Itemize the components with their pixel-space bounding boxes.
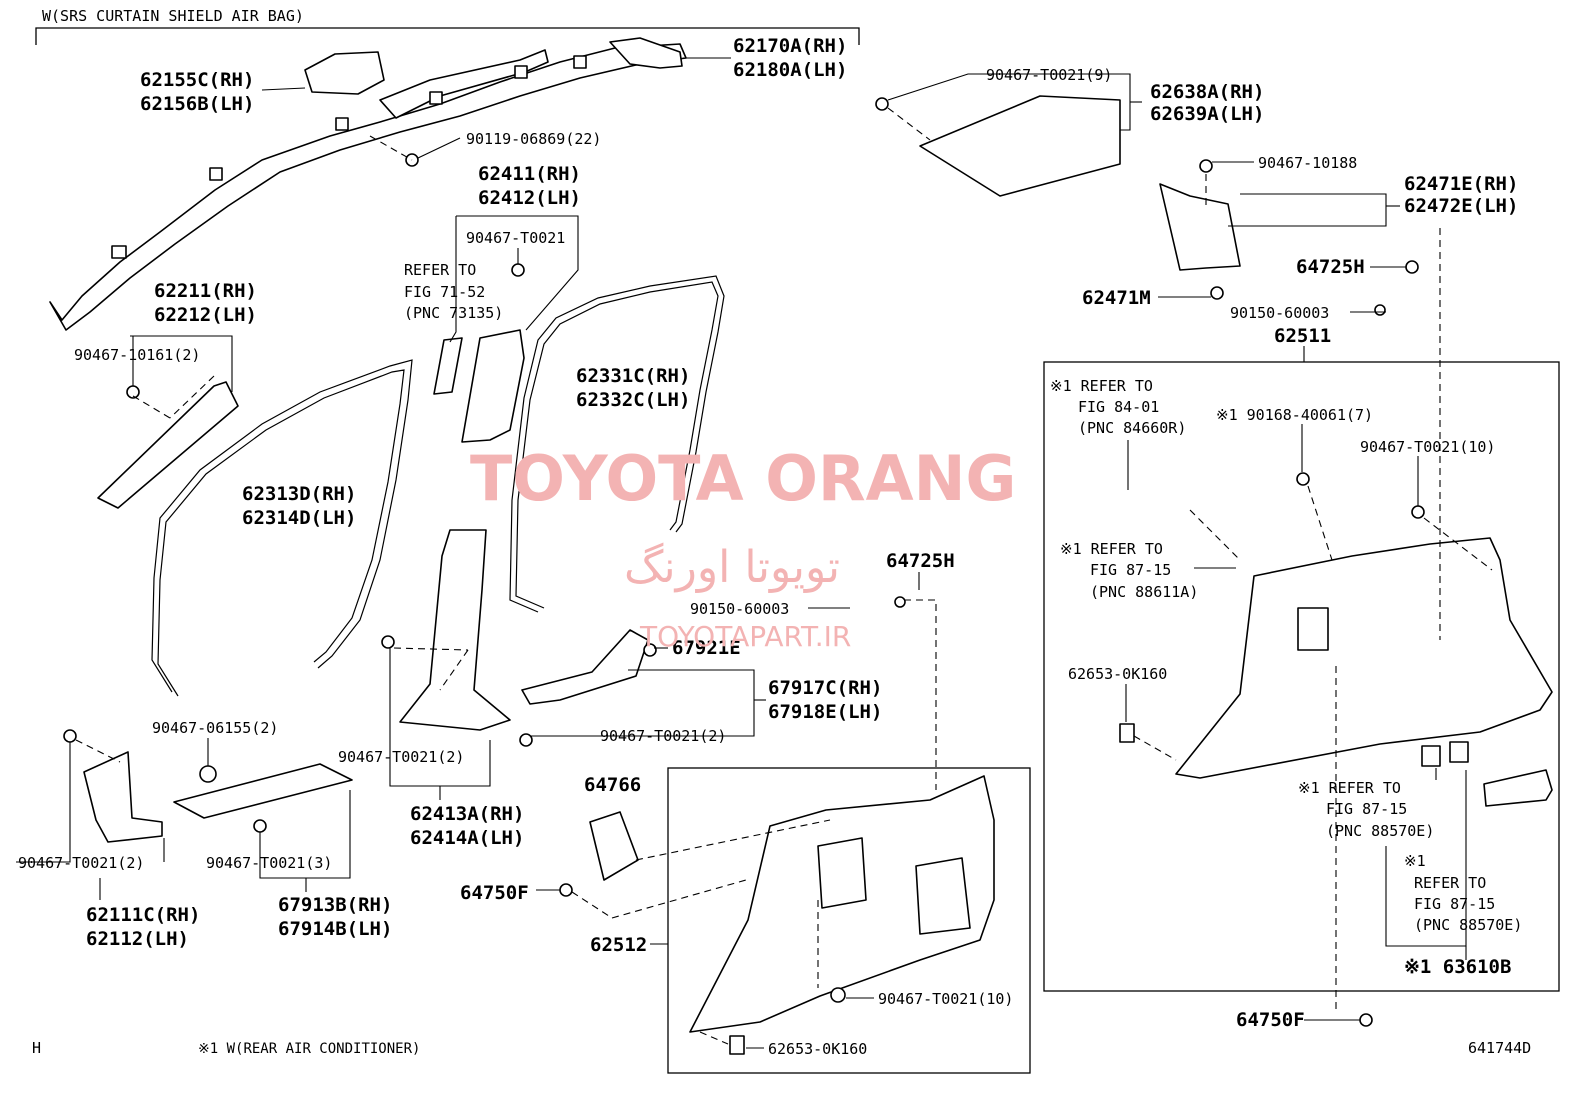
rear-door-scuff-plate (521, 629, 649, 705)
label-64750f-left: 64750F (460, 882, 529, 904)
watermark: TOYOTA ORANG تویوتا اورنگ TOYOTAPART.IR (470, 442, 1016, 653)
refer-71-52-line1: REFER TO (404, 261, 476, 279)
label-67917c: 67917C(RH) (768, 677, 882, 699)
label-90467-10188: 90467-10188 (1258, 154, 1357, 172)
label-62411: 62411(RH) (478, 163, 581, 185)
refer-71-52-line2: FIG 71-52 (404, 283, 485, 301)
watermark-persian: تویوتا اورنگ (624, 542, 840, 593)
label-62112: 62112(LH) (86, 928, 189, 950)
leader-lines (16, 57, 1467, 1049)
label-90467-t0021-10-right: 90467-T0021(10) (1360, 438, 1495, 456)
clip-62653-right (1119, 723, 1135, 743)
label-62180a: 62180A(LH) (733, 59, 847, 81)
refer-84-01-line2: FIG 84-01 (1078, 398, 1159, 416)
label-62156b: 62156B(LH) (140, 93, 254, 115)
label-90467-t0021-2-left: 90467-T0021(2) (18, 854, 144, 872)
label-64725h-top: 64725H (1296, 256, 1365, 278)
refer-87-15e1-line1: ※1 REFER TO (1298, 779, 1401, 797)
label-62155c: 62155C(RH) (140, 69, 254, 91)
fastener-clips (63, 97, 1425, 1027)
label-90119-06869: 90119-06869(22) (466, 130, 601, 148)
label-62211: 62211(RH) (154, 280, 257, 302)
label-62332c: 62332C(LH) (576, 389, 690, 411)
refer-87-15e2-line2: REFER TO (1414, 874, 1486, 892)
label-90467-t0021-9: 90467-T0021(9) (986, 66, 1112, 84)
diagram-id: 641744D (1468, 1039, 1531, 1057)
corner-mark: H (32, 1039, 41, 1057)
label-64725h-mid: 64725H (886, 550, 955, 572)
quarter-trim-lh-frame (667, 767, 1031, 1074)
label-90467-10161: 90467-10161(2) (74, 346, 200, 364)
label-62413a: 62413A(RH) (410, 803, 524, 825)
front-pillar-garnish (97, 381, 239, 509)
label-62471e: 62471E(RH) (1404, 173, 1518, 195)
label-90467-t0021-2-mid: 90467-T0021(2) (600, 727, 726, 745)
door-opening-weatherstrip-rear (515, 281, 719, 609)
label-62212: 62212(LH) (154, 304, 257, 326)
label-62331c: 62331C(RH) (576, 365, 690, 387)
label-90467-t0021-3: 90467-T0021(3) (206, 854, 332, 872)
refer-87-15a-line3: (PNC 88611A) (1090, 583, 1198, 601)
refer-87-15e2-line3: FIG 87-15 (1414, 895, 1495, 913)
label-90467-t0021-10-bottom: 90467-T0021(10) (878, 990, 1013, 1008)
roof-side-inner-garnish (1159, 183, 1241, 271)
label-90150-60003-mid: 90150-60003 (690, 600, 789, 618)
refer-87-15e2-line4: (PNC 88570E) (1414, 916, 1522, 934)
curtain-airbag-part (49, 37, 687, 331)
clip-62653-bottom (729, 1035, 745, 1055)
label-90150-60003-top: 90150-60003 (1230, 304, 1329, 322)
assembly-dashed-lines (75, 107, 1493, 1045)
label-62313d: 62313D(RH) (242, 483, 356, 505)
label-62512: 62512 (590, 934, 647, 956)
label-90467-06155: 90467-06155(2) (152, 719, 278, 737)
refer-87-15a-line1: ※1 REFER TO (1060, 540, 1163, 558)
front-door-scuff-plate (173, 763, 353, 819)
quarter-vent-grille (589, 811, 639, 881)
label-62472e: 62472E(LH) (1404, 195, 1518, 217)
refer-71-52-line3: (PNC 73135) (404, 304, 503, 322)
label-62511: 62511 (1274, 325, 1331, 347)
label-62471m: 62471M (1082, 287, 1151, 309)
label-64750f-right: 64750F (1236, 1009, 1305, 1031)
label-67913b: 67913B(RH) (278, 894, 392, 916)
refer-87-15e1-line2: FIG 87-15 (1326, 800, 1407, 818)
label-62170a: 62170A(RH) (733, 35, 847, 57)
label-67918e: 67918E(LH) (768, 701, 882, 723)
label-67921e: 67921E (672, 637, 741, 659)
label-90467-t0021-2-pillar: 90467-T0021(2) (338, 748, 464, 766)
watermark-url: TOYOTAPART.IR (639, 620, 851, 653)
center-pillar-lower-garnish (399, 529, 511, 731)
footnote: ※1 W(REAR AIR CONDITIONER) (198, 1041, 420, 1057)
label-67914b: 67914B(LH) (278, 918, 392, 940)
quarter-trim-rh-vent (1297, 607, 1329, 651)
refer-84-01-line3: (PNC 84660R) (1078, 419, 1186, 437)
label-62412: 62412(LH) (478, 187, 581, 209)
refer-84-01-line1: ※1 REFER TO (1050, 377, 1153, 395)
label-90168-40061: ※1 90168-40061(7) (1216, 406, 1373, 424)
curtain-airbag-frame: W(SRS CURTAIN SHIELD AIR BAG) (35, 7, 860, 45)
refer-87-15a-line2: FIG 87-15 (1090, 561, 1171, 579)
label-62111c: 62111C(RH) (86, 904, 200, 926)
label-62653-0k160-bottom: 62653-0K160 (768, 1040, 867, 1058)
label-90467-t0021-top: 90467-T0021 (466, 229, 565, 247)
back-door-upper-trim (919, 95, 1121, 197)
label-62314d: 62314D(LH) (242, 507, 356, 529)
quarter-trim-panel-rh (1175, 537, 1553, 779)
refer-87-15e2-line1: ※1 (1404, 852, 1426, 870)
rear-ac-vent-cover (1483, 769, 1553, 807)
cowl-side-trim (83, 751, 163, 843)
label-64766: 64766 (584, 774, 641, 796)
label-63610b: ※1 63610B (1404, 956, 1511, 978)
quarter-trim-rh-frame (1043, 361, 1560, 992)
door-opening-weatherstrip-front (151, 359, 413, 693)
label-62639a: 62639A(LH) (1150, 103, 1264, 125)
center-pillar-upper-garnish (461, 329, 525, 443)
label-62414a: 62414A(LH) (410, 827, 524, 849)
label-62638a: 62638A(RH) (1150, 81, 1264, 103)
watermark-title: TOYOTA ORANG (470, 442, 1016, 515)
refer-87-15e1-line3: (PNC 88570E) (1326, 822, 1434, 840)
curtain-airbag-frame-title: W(SRS CURTAIN SHIELD AIR BAG) (42, 7, 304, 25)
label-62653-0k160-right: 62653-0K160 (1068, 665, 1167, 683)
